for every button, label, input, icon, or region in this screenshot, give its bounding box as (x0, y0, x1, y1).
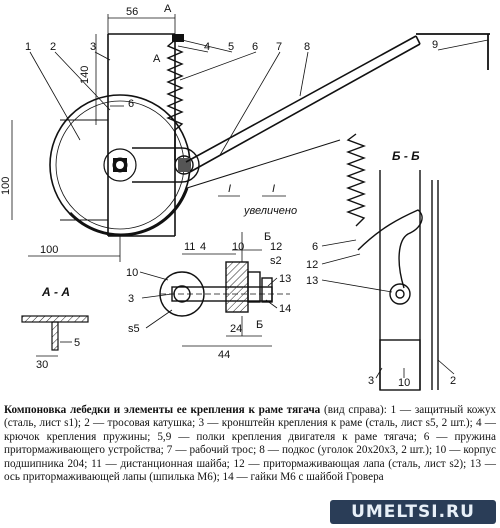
callout-11: 11 (184, 241, 195, 253)
caption-title-note: (вид справа): (320, 404, 387, 416)
section-aa-view (21, 315, 89, 357)
bb-callout-2: 2 (450, 375, 456, 387)
winch-drawing: 56 А А 140 100 100 6 1 2 3 4 5 6 7 8 9 I… (0, 3, 490, 391)
dim-100h-label: 100 (40, 244, 58, 256)
brake-spring (166, 39, 184, 131)
section-b-bot: Б (256, 319, 263, 331)
caption-body: 1 — защитный кожух (сталь, лист s1); 2 —… (4, 404, 497, 484)
callout-4: 4 (204, 41, 210, 53)
callout-2: 2 (50, 41, 56, 53)
bb-callout-6: 6 (312, 241, 318, 253)
brake-arm (132, 147, 200, 183)
section-a-side: А (153, 53, 161, 65)
dim-6-label: 6 (128, 98, 134, 110)
callout-12: 12 (270, 241, 282, 253)
bb-callout-13: 13 (306, 275, 318, 287)
detail-dims (182, 232, 272, 347)
bb-callout-10: 10 (398, 377, 410, 389)
caption-title: Компоновка лебедки и элементы ее креплен… (4, 404, 321, 416)
distance-washer (226, 262, 248, 312)
callout-7: 7 (276, 41, 282, 53)
section-bb-title: Б - Б (392, 149, 420, 163)
shelf-bracket-5 (172, 34, 184, 42)
detail-enlarged: увеличено (243, 205, 297, 217)
axle-detail (159, 261, 290, 317)
strut (185, 35, 421, 173)
bb-callout-3: 3 (368, 375, 374, 387)
callout-1: 1 (25, 41, 31, 53)
callout-3b: 3 (128, 293, 134, 305)
section-bb-view (357, 170, 439, 391)
figure-caption: Компоновка лебедки и элементы ее креплен… (4, 404, 496, 484)
label-s2: s2 (270, 255, 282, 267)
detail-mark-i: I (228, 183, 231, 195)
dim-56-label: 56 (126, 6, 138, 18)
drum-hub (113, 158, 127, 172)
dim-24-label: 24 (230, 323, 242, 335)
section-b-top: Б (264, 231, 271, 243)
detail-leaders (139, 271, 278, 329)
dim-10-label: 10 (232, 241, 244, 253)
dim-100v-label: 100 (0, 177, 12, 195)
dim-30-label: 30 (36, 359, 48, 371)
section-aa-title: А - А (41, 285, 70, 299)
detail-label-i: I (272, 183, 275, 195)
working-cable (186, 139, 341, 189)
callout-10: 10 (126, 267, 138, 279)
dim-140-label: 140 (79, 66, 91, 84)
bb-spring (346, 133, 366, 227)
callout-3: 3 (90, 41, 96, 53)
leader-lines (29, 39, 489, 156)
dim-5-label: 5 (74, 337, 80, 349)
mount-shelf-9 (416, 33, 490, 70)
callout-6: 6 (252, 41, 258, 53)
callout-13: 13 (279, 273, 291, 285)
callout-8: 8 (304, 41, 310, 53)
dim-56 (107, 14, 176, 34)
bb-callout-12: 12 (306, 259, 318, 271)
site-watermark: UMELTSI.RU (330, 500, 496, 524)
callout-9: 9 (432, 39, 438, 51)
dim-4-label: 4 (200, 241, 206, 253)
bb-leaders (321, 239, 455, 379)
label-s5: s5 (128, 323, 140, 335)
dim-100-horizontal (28, 236, 121, 262)
section-a-top: А (164, 3, 172, 15)
dim-44-label: 44 (218, 349, 230, 361)
callout-14: 14 (279, 303, 291, 315)
callout-5: 5 (228, 41, 234, 53)
